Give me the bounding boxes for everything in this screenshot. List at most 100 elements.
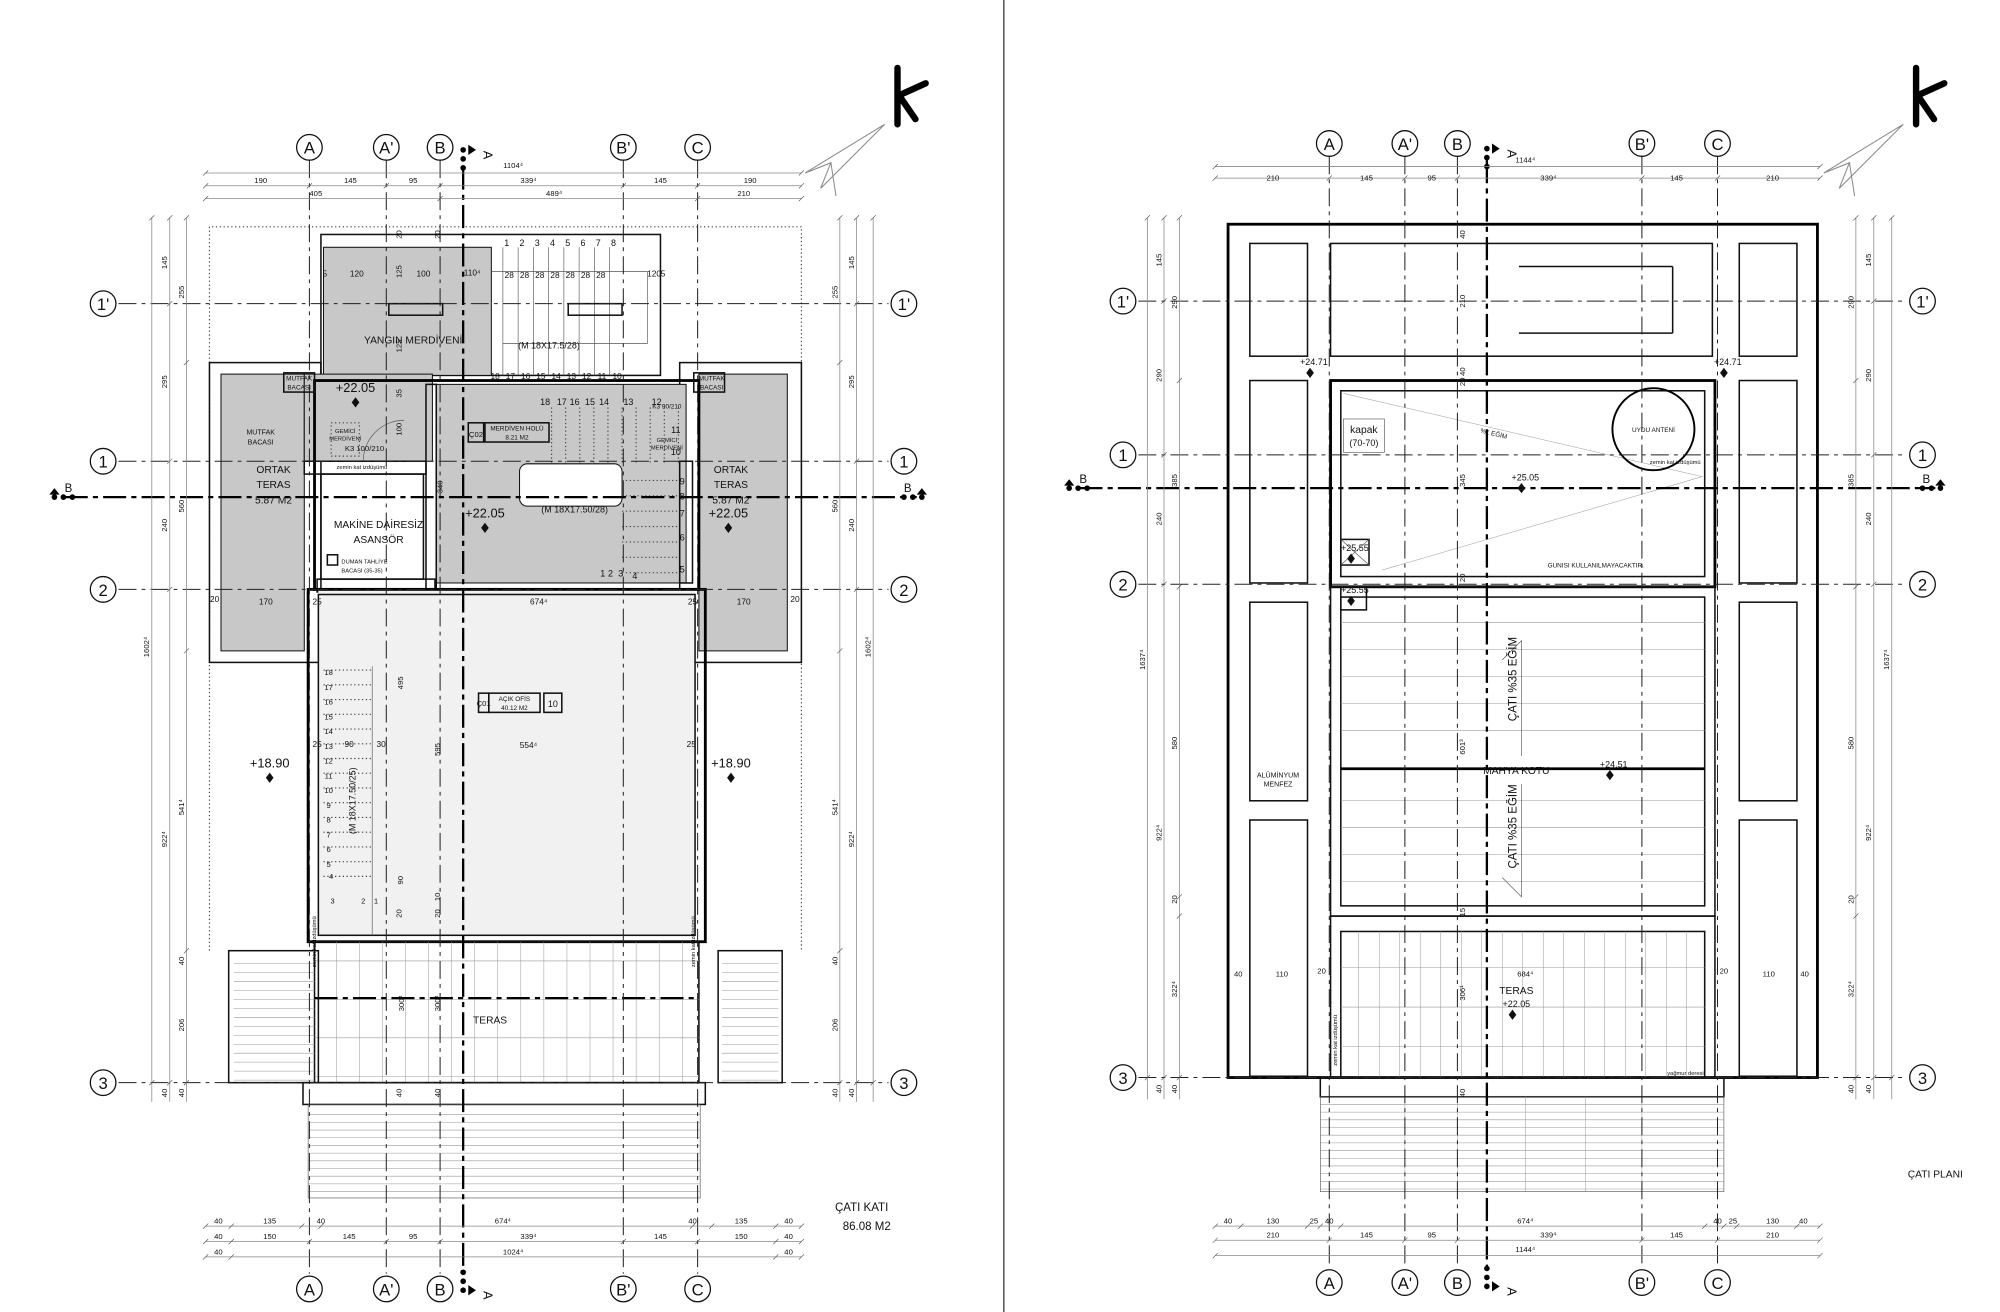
dimension-tick bbox=[1853, 215, 1859, 221]
section-label: A bbox=[481, 1291, 496, 1300]
grid-bubble: 2 bbox=[89, 575, 117, 603]
dimension-tick bbox=[1176, 1074, 1183, 1081]
dimension-label: 1144⁴ bbox=[1515, 156, 1535, 165]
dimension-tick bbox=[694, 182, 701, 189]
room-name: MERDİVEN HOLÜ bbox=[490, 423, 544, 432]
dimension-label: 339⁴ bbox=[1540, 1231, 1556, 1240]
dimension-label: 580 bbox=[1170, 737, 1179, 750]
step-number: 13 bbox=[324, 742, 333, 751]
grid-bubble-circle bbox=[1628, 130, 1656, 157]
dimension-tick bbox=[1817, 163, 1823, 170]
dimension-tick bbox=[1161, 581, 1167, 588]
elevator-shaft bbox=[320, 473, 425, 580]
elevation-label: +24.71 bbox=[1714, 357, 1742, 367]
step-number: 5 bbox=[326, 860, 330, 869]
grid-label: C bbox=[692, 139, 704, 158]
step-number: 14 bbox=[552, 371, 562, 381]
dimension-tick bbox=[853, 586, 860, 593]
dimension-label: 206 bbox=[830, 1019, 839, 1032]
roof-hatch-box bbox=[1343, 418, 1385, 453]
grid-label: A bbox=[1324, 1274, 1336, 1293]
ladder-label: GEMİCİ bbox=[335, 428, 356, 435]
dimension-tick bbox=[798, 1238, 805, 1245]
roof-hatch-size: (70-70) bbox=[1349, 438, 1378, 448]
dimension-line-vertical bbox=[1161, 215, 1167, 1100]
dimension-label: 40 bbox=[395, 1089, 404, 1098]
dimension-tick bbox=[202, 170, 209, 176]
grid-bubble-circle bbox=[1909, 287, 1936, 315]
dimension-tick bbox=[437, 182, 443, 189]
drain-cross bbox=[1340, 539, 1370, 566]
room-name: TERAS bbox=[1499, 986, 1533, 997]
elevation-label: +24.71 bbox=[1300, 357, 1328, 367]
dimension-label: 300⁴ bbox=[433, 995, 442, 1011]
dimension-label: 20 bbox=[433, 909, 442, 918]
vent-top-left bbox=[1249, 242, 1309, 357]
dimension-label: 290 bbox=[1170, 296, 1179, 309]
elevation-label: +24.51 bbox=[1600, 759, 1628, 769]
dimension-tick bbox=[166, 458, 173, 465]
dimension-label: 210 bbox=[1766, 174, 1779, 183]
vent-top-center bbox=[1329, 242, 1714, 357]
dimension-label: 20 bbox=[1317, 967, 1326, 976]
dimension-label: 40 bbox=[177, 1089, 186, 1098]
elevation-marker-icon bbox=[1606, 770, 1614, 781]
step-number: 15 bbox=[585, 397, 595, 407]
dimension-tick bbox=[1454, 175, 1461, 181]
dimension-tick bbox=[1714, 1237, 1721, 1244]
door-swing bbox=[362, 419, 405, 462]
shaft-label: DUMAN TAHLİYE bbox=[341, 559, 387, 566]
dimension-tick bbox=[620, 182, 627, 189]
dimension-tick bbox=[853, 300, 860, 307]
step-number: 17 bbox=[324, 683, 333, 692]
grid-bubble: A bbox=[295, 1275, 323, 1303]
step-number: 7 bbox=[596, 238, 601, 248]
dimension-label: 560 bbox=[177, 500, 186, 513]
dimension-tick bbox=[837, 648, 843, 654]
elevation-label: +22.05 bbox=[1503, 999, 1531, 1009]
step-number: 8 bbox=[326, 816, 330, 825]
step-number: 10 bbox=[613, 371, 623, 381]
step-number: 10 bbox=[324, 786, 333, 795]
step-number: 4 bbox=[550, 238, 555, 248]
elevation-label: +18.90 bbox=[250, 755, 290, 770]
dimension-tick bbox=[1871, 452, 1877, 458]
dimension-label: 135 bbox=[263, 1217, 276, 1226]
dimension-line-vertical bbox=[1144, 215, 1151, 1100]
dimension-tick bbox=[1326, 175, 1333, 181]
flue-box bbox=[693, 372, 726, 393]
grid-label: 1' bbox=[1117, 293, 1129, 312]
room-height: 10 bbox=[548, 699, 558, 709]
elevation-label: +22.05 bbox=[465, 506, 504, 521]
dimension-line-vertical bbox=[853, 215, 860, 1102]
dimension-label: 345 bbox=[1458, 474, 1467, 487]
dimension-label: 595 bbox=[433, 743, 442, 756]
dimension-tick bbox=[870, 1079, 876, 1086]
grid-bubble: 1' bbox=[890, 290, 918, 318]
dimension-tick bbox=[166, 586, 173, 593]
dimension-tick bbox=[1733, 1223, 1740, 1229]
grid-bubble: A' bbox=[1391, 1269, 1419, 1296]
slope-arrow-up bbox=[1502, 639, 1522, 756]
dimension-tick bbox=[1144, 215, 1151, 221]
dimension-label: 339⁴ bbox=[1540, 174, 1556, 183]
dimension-tick bbox=[298, 1223, 305, 1229]
dimension-tick bbox=[798, 182, 805, 189]
dimension-label: 40 bbox=[160, 1089, 169, 1098]
dimension-label: 40 bbox=[1864, 1085, 1873, 1094]
dimension-label: 40 bbox=[1325, 1217, 1334, 1226]
dimension-label: 20 bbox=[1846, 895, 1855, 904]
dimension-label: 1637⁴ bbox=[1882, 650, 1891, 670]
step-number: 16 bbox=[324, 698, 333, 707]
dimension-label: 40 bbox=[1224, 1217, 1233, 1226]
dimension-label: 40 bbox=[784, 1217, 793, 1226]
dimension-label: 25 bbox=[1310, 1217, 1319, 1226]
dimension-tick bbox=[149, 215, 155, 221]
grid-bubble-circle bbox=[1443, 130, 1471, 157]
grid-bubble-circle bbox=[372, 1275, 400, 1303]
